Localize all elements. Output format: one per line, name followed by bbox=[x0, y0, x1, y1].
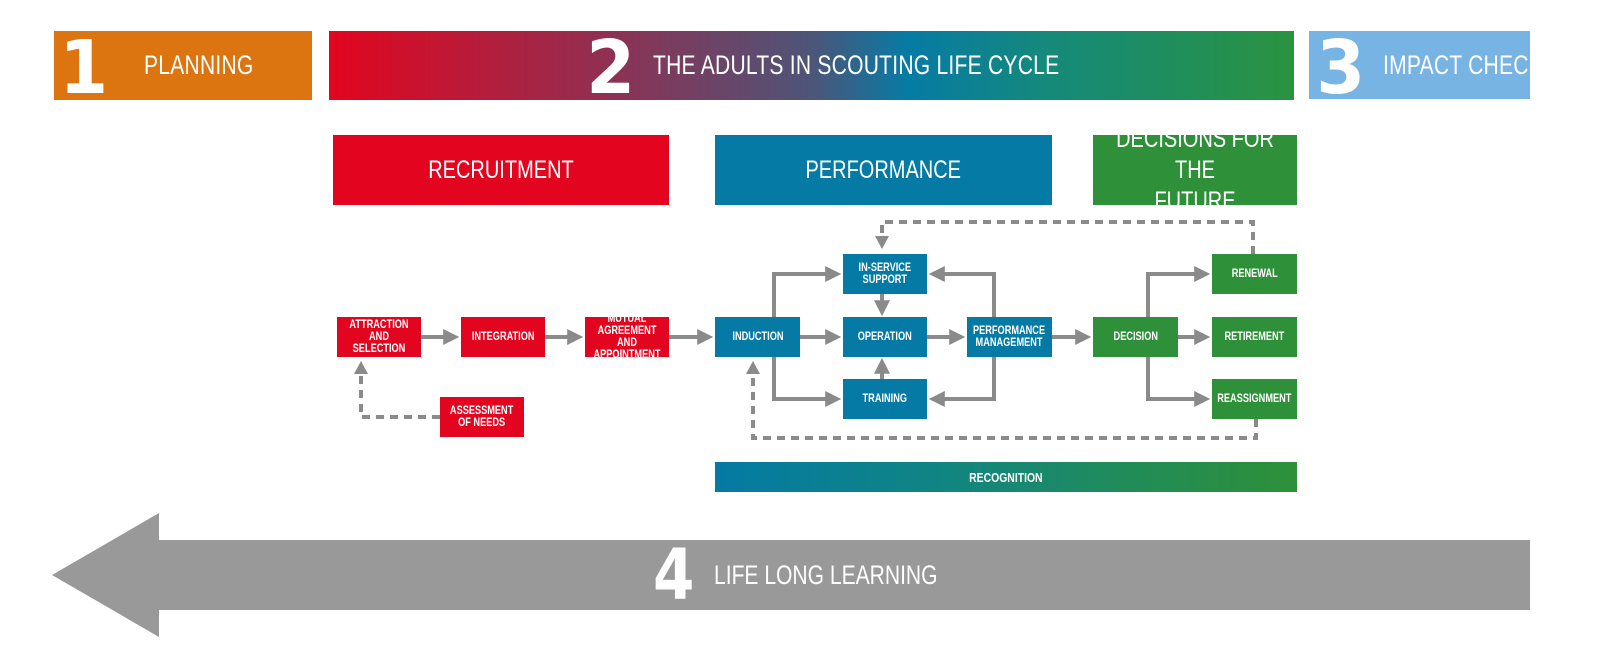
step-label: INTEGRATION bbox=[471, 331, 535, 343]
arrowhead-induction-up bbox=[746, 361, 760, 374]
step-attraction-selection: ATTRACTION AND SELECTION bbox=[337, 317, 421, 357]
arrowhead-attraction-up bbox=[354, 361, 368, 374]
step-induction: INDUCTION bbox=[715, 317, 800, 357]
step-performance-management: PERFORMANCE MANAGEMENT bbox=[967, 317, 1052, 357]
section-decisions-future: DECISIONS FOR THE FUTURE bbox=[1093, 125, 1297, 215]
arrow-induction-inservice bbox=[772, 266, 842, 317]
step-label: RENEWAL bbox=[1231, 268, 1278, 280]
phase-label: THE ADULTS IN SCOUTING LIFE CYCLE bbox=[653, 50, 1060, 80]
step-label: IN-SERVICE SUPPORT bbox=[858, 262, 912, 286]
dashed-reassignment-induction bbox=[751, 372, 1258, 440]
step-operation: OPERATION bbox=[843, 317, 927, 357]
section-title: DECISIONS FOR THE FUTURE bbox=[1116, 124, 1274, 215]
phase-impact-check: 3 IMPACT CHECK bbox=[1309, 31, 1543, 105]
step-label: RETIREMENT bbox=[1224, 331, 1285, 343]
section-title: PERFORMANCE bbox=[805, 155, 962, 184]
arrow-induction-training bbox=[772, 357, 842, 407]
dashed-renewal-inservice bbox=[880, 220, 1255, 254]
section-recruitment: RECRUITMENT bbox=[333, 135, 669, 205]
step-in-service-support: IN-SERVICE SUPPORT bbox=[843, 254, 927, 294]
lifelong-learning-label-group: 4 LIFE LONG LEARNING bbox=[653, 540, 1000, 610]
step-reassignment: REASSIGNMENT bbox=[1212, 379, 1297, 419]
phase-label: PLANNING bbox=[144, 50, 254, 80]
step-label: OPERATION bbox=[857, 331, 912, 343]
recognition-label: RECOGNITION bbox=[969, 469, 1043, 485]
phase-life-cycle: 2 THE ADULTS IN SCOUTING LIFE CYCLE bbox=[329, 31, 1294, 105]
phase-label: IMPACT CHECK bbox=[1383, 49, 1543, 80]
arrow-perfmgmt-inservice bbox=[928, 266, 996, 317]
step-renewal: RENEWAL bbox=[1212, 254, 1297, 294]
step-label: DECISION bbox=[1113, 331, 1158, 343]
recognition-bar: RECOGNITION bbox=[715, 462, 1297, 492]
lifelong-learning-arrow bbox=[52, 513, 1530, 637]
step-training: TRAINING bbox=[843, 379, 927, 419]
section-title: RECRUITMENT bbox=[428, 155, 574, 184]
step-label: MUTUAL AGREEMENT AND APPOINTMENT bbox=[593, 313, 661, 361]
step-label: ASSESSMENT OF NEEDS bbox=[450, 405, 514, 429]
step-mutual-agreement: MUTUAL AGREEMENT AND APPOINTMENT bbox=[585, 313, 669, 361]
arrow-decision-reassignment bbox=[1146, 357, 1211, 407]
arrowhead-inservice-down bbox=[875, 236, 889, 249]
step-assessment-of-needs: ASSESSMENT OF NEEDS bbox=[440, 397, 524, 437]
step-retirement: RETIREMENT bbox=[1212, 317, 1297, 357]
section-performance: PERFORMANCE bbox=[715, 135, 1052, 205]
step-label: REASSIGNMENT bbox=[1217, 393, 1292, 405]
phase-number: 4 bbox=[653, 534, 695, 616]
arrow-decision-renewal bbox=[1146, 266, 1211, 317]
step-label: ATTRACTION AND SELECTION bbox=[349, 319, 409, 355]
step-decision: DECISION bbox=[1093, 317, 1178, 357]
phase-planning: 1 PLANNING bbox=[54, 31, 312, 105]
step-label: TRAINING bbox=[862, 393, 908, 405]
step-label: INDUCTION bbox=[731, 331, 784, 343]
phase-number: 3 bbox=[1316, 25, 1366, 111]
lifelong-learning-label: LIFE LONG LEARNING bbox=[713, 559, 938, 590]
step-integration: INTEGRATION bbox=[461, 317, 545, 357]
phase-number: 2 bbox=[586, 25, 636, 111]
dashed-assessment-attraction bbox=[359, 372, 440, 419]
step-label: PERFORMANCE MANAGEMENT bbox=[973, 325, 1046, 349]
arrow-perfmgmt-training bbox=[928, 357, 996, 407]
phase-number: 1 bbox=[59, 25, 109, 111]
